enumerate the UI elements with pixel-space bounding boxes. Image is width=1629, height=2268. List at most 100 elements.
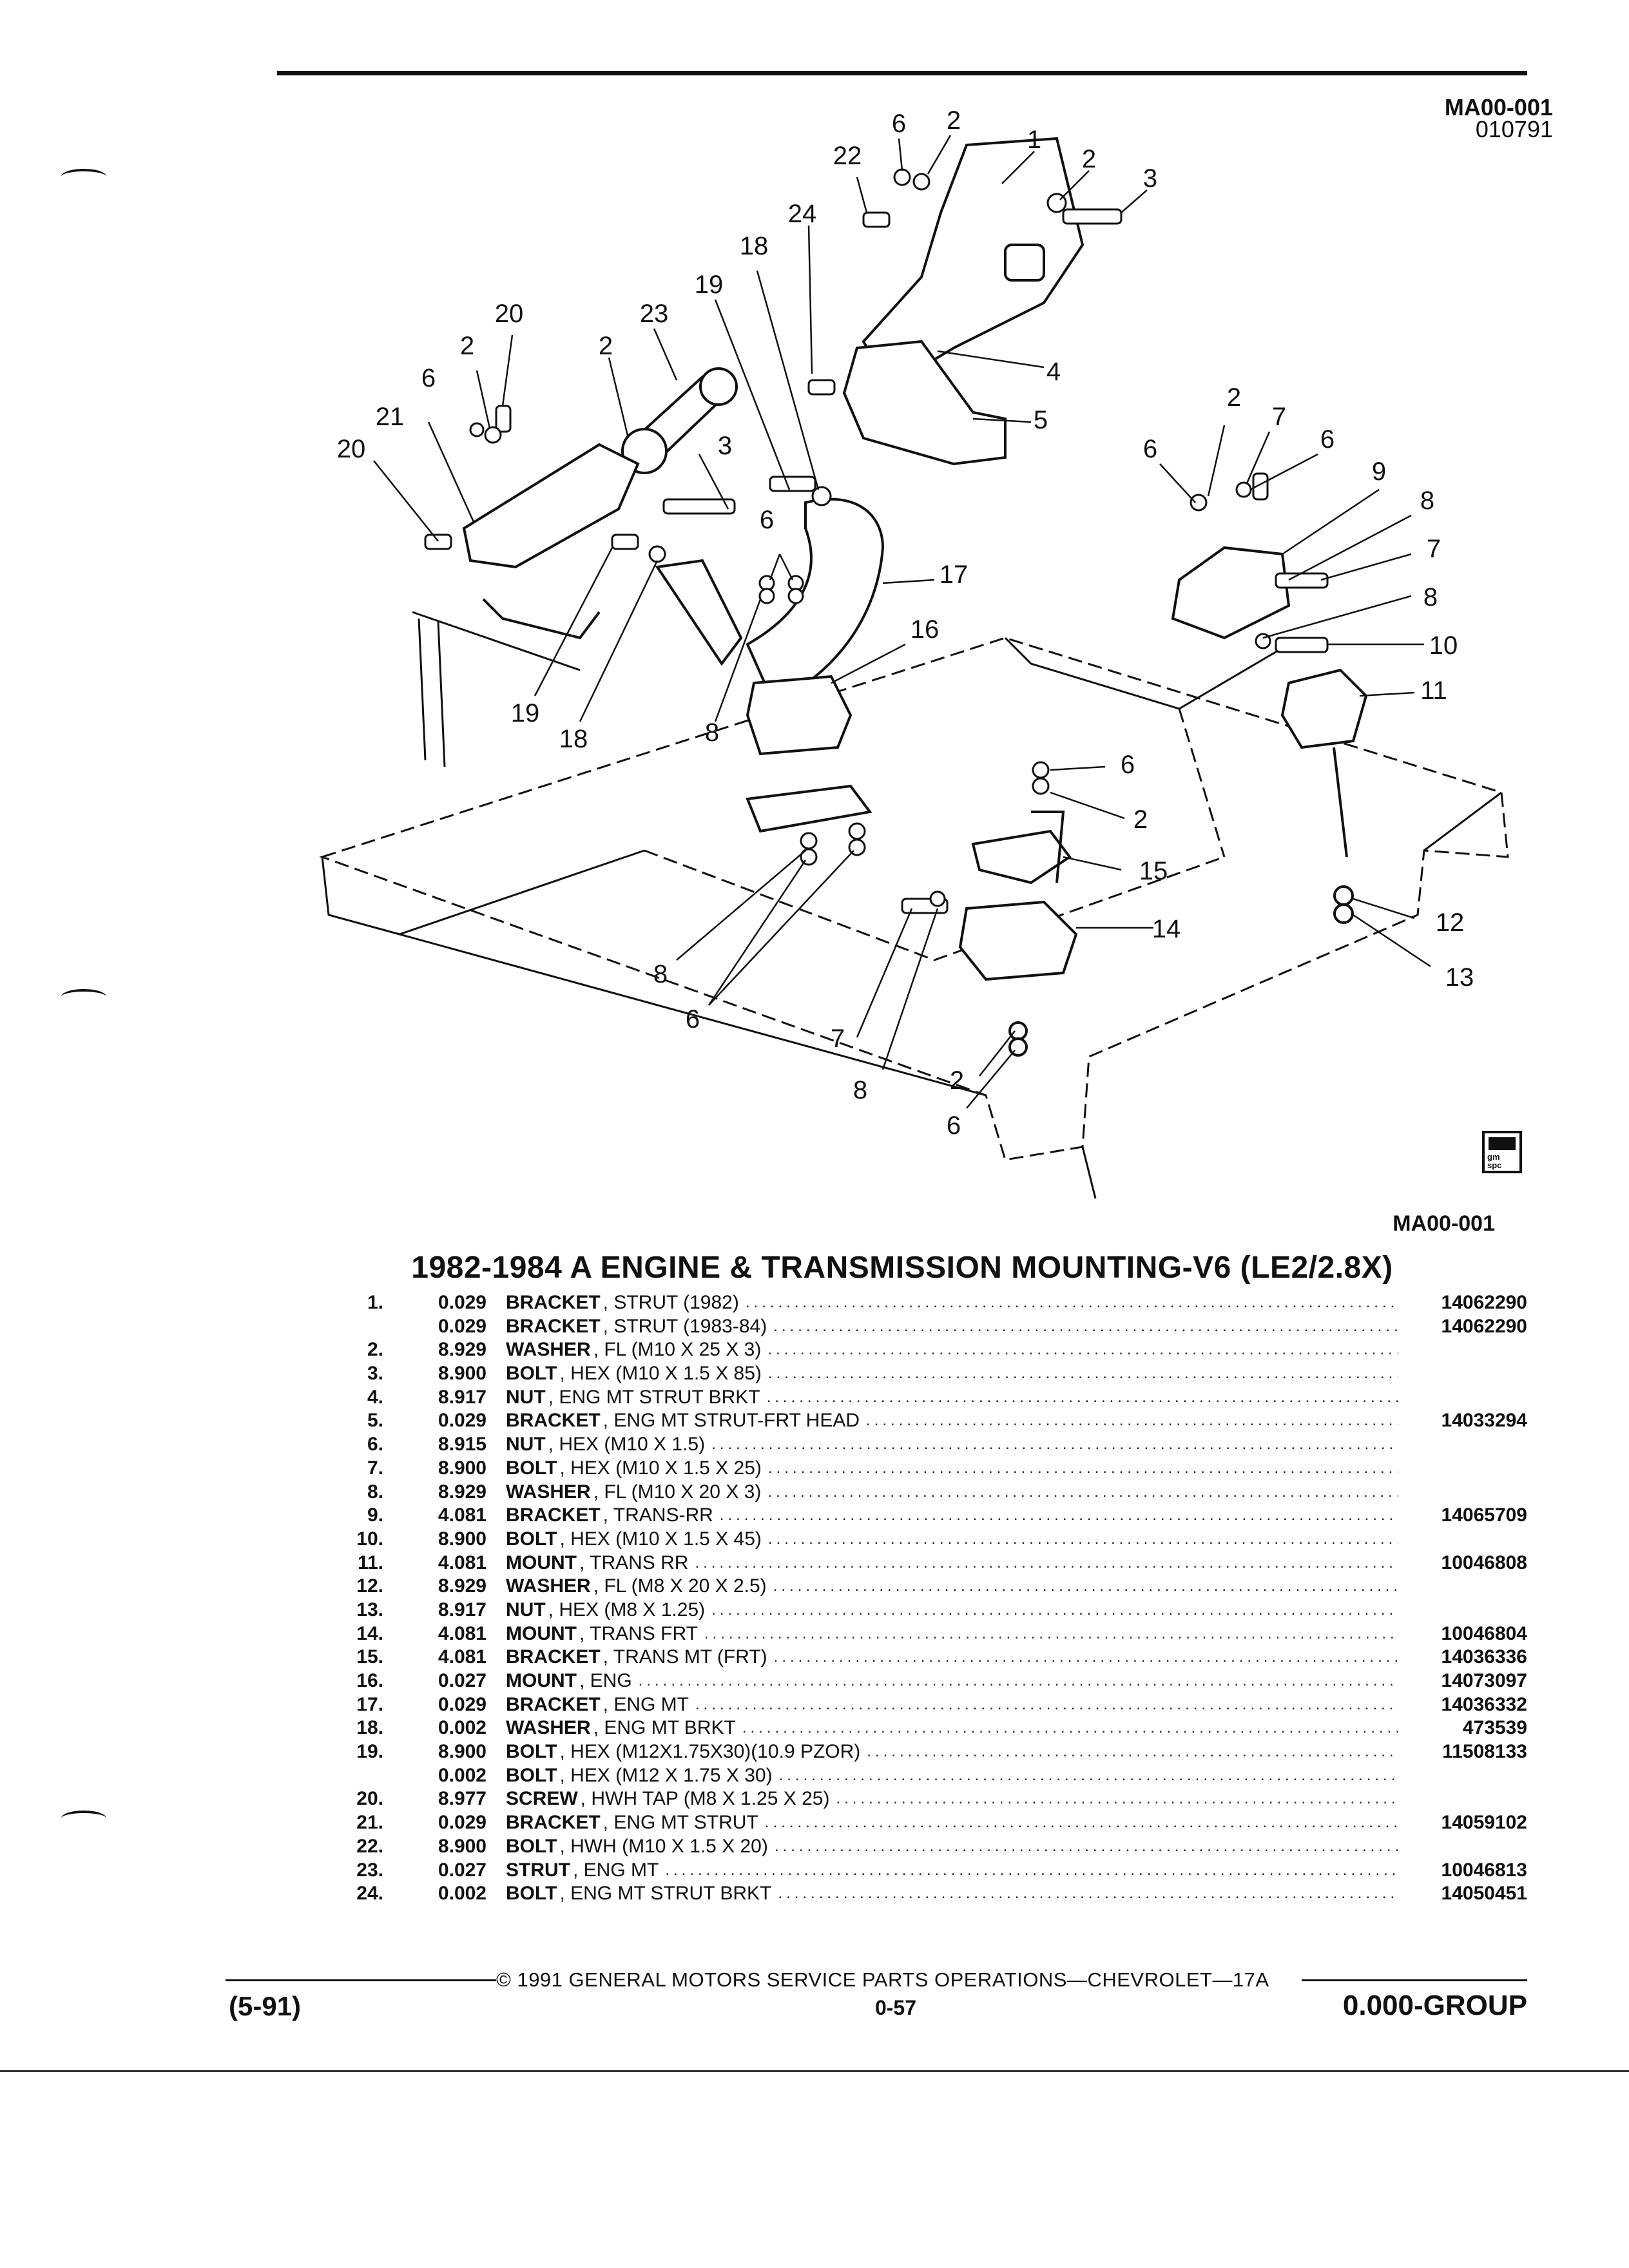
revision-date: (5-91)	[229, 1991, 302, 2021]
engine-mount-16	[746, 675, 872, 833]
callout-9: 9	[1372, 457, 1386, 486]
part-detail: , TRANS FRT	[579, 1622, 698, 1644]
usage-code: 8.900	[438, 1363, 487, 1385]
part-description: MOUNT, ENG..............................…	[506, 1669, 1405, 1693]
callout-3: 3	[1143, 164, 1157, 193]
strut-bracket-21	[462, 443, 640, 640]
usage-code: 8.917	[438, 1599, 487, 1620]
item-number: 17.	[356, 1693, 383, 1715]
callout-8: 8	[653, 960, 668, 988]
part-number: 14062290	[1441, 1292, 1527, 1313]
item-number: 10.	[356, 1528, 383, 1550]
usage-code: 0.002	[438, 1883, 487, 1905]
page-number: 0-57	[874, 1996, 917, 2019]
part-detail: , ENG	[579, 1670, 632, 1691]
item-number: 11.	[357, 1552, 383, 1573]
usage-code: 0.002	[438, 1764, 487, 1786]
callout-2: 2	[599, 332, 613, 360]
trans-frt-bracket-15	[971, 811, 1072, 885]
part-name: BOLT	[506, 1457, 557, 1479]
part-description: BRACKET, STRUT (1982)...................…	[506, 1291, 1405, 1315]
callout-labels: 6 2 22 1 2 3 24 18 19 20 23 2 2 6 21 20 …	[337, 106, 1474, 1140]
part-description: BRACKET, ENG MT.........................…	[506, 1693, 1405, 1717]
callout-2: 2	[1227, 383, 1241, 412]
part-number: 14062290	[1441, 1315, 1527, 1337]
item-number: 5.	[367, 1410, 383, 1432]
callout-2: 2	[1133, 805, 1148, 834]
usage-code: 0.002	[438, 1717, 487, 1739]
leader-dots: ........................................…	[867, 1743, 1398, 1761]
bottom-rule	[0, 2070, 1629, 2072]
leader-lines	[373, 135, 1431, 1109]
part-name: BOLT	[506, 1835, 557, 1857]
leader-dots: ........................................…	[767, 1459, 1398, 1477]
leader-dots: ........................................…	[774, 1837, 1398, 1855]
item-number: 24.	[356, 1883, 383, 1905]
callout-2: 2	[950, 1066, 964, 1095]
usage-code: 0.027	[438, 1670, 487, 1691]
part-description: SCREW, HWH TAP (M8 X 1.25 X 25).........…	[506, 1787, 1405, 1811]
leader-dots: ........................................…	[767, 1530, 1398, 1548]
part-name: SCREW	[506, 1788, 578, 1810]
part-description: STRUT, ENG MT...........................…	[506, 1859, 1405, 1883]
callout-1: 1	[1027, 126, 1041, 154]
part-description: BRACKET, STRUT (1983-84)................…	[506, 1315, 1405, 1339]
usage-code: 8.915	[438, 1434, 487, 1456]
leader-dots: ........................................…	[638, 1672, 1398, 1689]
leader-dots: ........................................…	[711, 1436, 1398, 1454]
part-detail: , FL (M8 X 20 X 2.5)	[593, 1575, 767, 1597]
part-detail: , STRUT (1982)	[602, 1292, 739, 1313]
leader-dots: ........................................…	[764, 1814, 1398, 1832]
item-number: 2.	[367, 1339, 383, 1361]
callout-4: 4	[1046, 358, 1061, 386]
leader-dots: ........................................…	[745, 1294, 1398, 1311]
usage-code: 8.900	[438, 1457, 487, 1479]
callout-6: 6	[1121, 751, 1135, 779]
part-name: NUT	[506, 1599, 546, 1620]
exploded-diagram: 6 2 22 1 2 3 24 18 19 20 23 2 2 6 21 20 …	[319, 106, 1509, 1199]
callout-6: 6	[760, 506, 774, 534]
part-detail: , ENG MT BRKT	[593, 1717, 736, 1739]
part-detail: , ENG MT STRUT	[602, 1812, 758, 1834]
part-name: NUT	[506, 1434, 546, 1456]
part-number: 14073097	[1441, 1670, 1527, 1691]
engine-mount-bracket-17	[655, 497, 885, 704]
part-description: WASHER, FL (M8 X 20 X 2.5)..............…	[506, 1575, 1405, 1599]
leader-dots: ........................................…	[767, 1483, 1398, 1501]
part-name: MOUNT	[506, 1552, 577, 1573]
part-number: 14065709	[1441, 1504, 1527, 1526]
part-detail: , FL (M10 X 25 X 3)	[593, 1339, 762, 1361]
callout-20: 20	[495, 300, 524, 328]
usage-code: 8.900	[438, 1835, 487, 1857]
item-number: 18.	[356, 1717, 383, 1739]
item-number: 6.	[367, 1434, 383, 1456]
item-number: 4.	[367, 1386, 383, 1408]
callout-7: 7	[1427, 535, 1441, 563]
part-description: BRACKET, ENG MT STRUT...................…	[506, 1811, 1405, 1835]
part-name: BRACKET	[506, 1693, 601, 1715]
leader-dots: ........................................…	[711, 1600, 1398, 1619]
part-name: BRACKET	[506, 1812, 601, 1834]
part-name: WASHER	[506, 1481, 591, 1503]
leader-dots: ........................................…	[767, 1365, 1398, 1383]
leader-dots: ........................................…	[778, 1766, 1398, 1784]
part-detail: , HEX (M10 X 1.5 X 45)	[559, 1528, 762, 1550]
item-number: 15.	[356, 1646, 383, 1668]
part-description: BOLT, HEX (M10 X 1.5 X 25)..............…	[506, 1457, 1405, 1481]
leader-dots: ........................................…	[866, 1412, 1398, 1430]
usage-code: 0.029	[438, 1812, 487, 1834]
part-name: MOUNT	[506, 1670, 577, 1691]
